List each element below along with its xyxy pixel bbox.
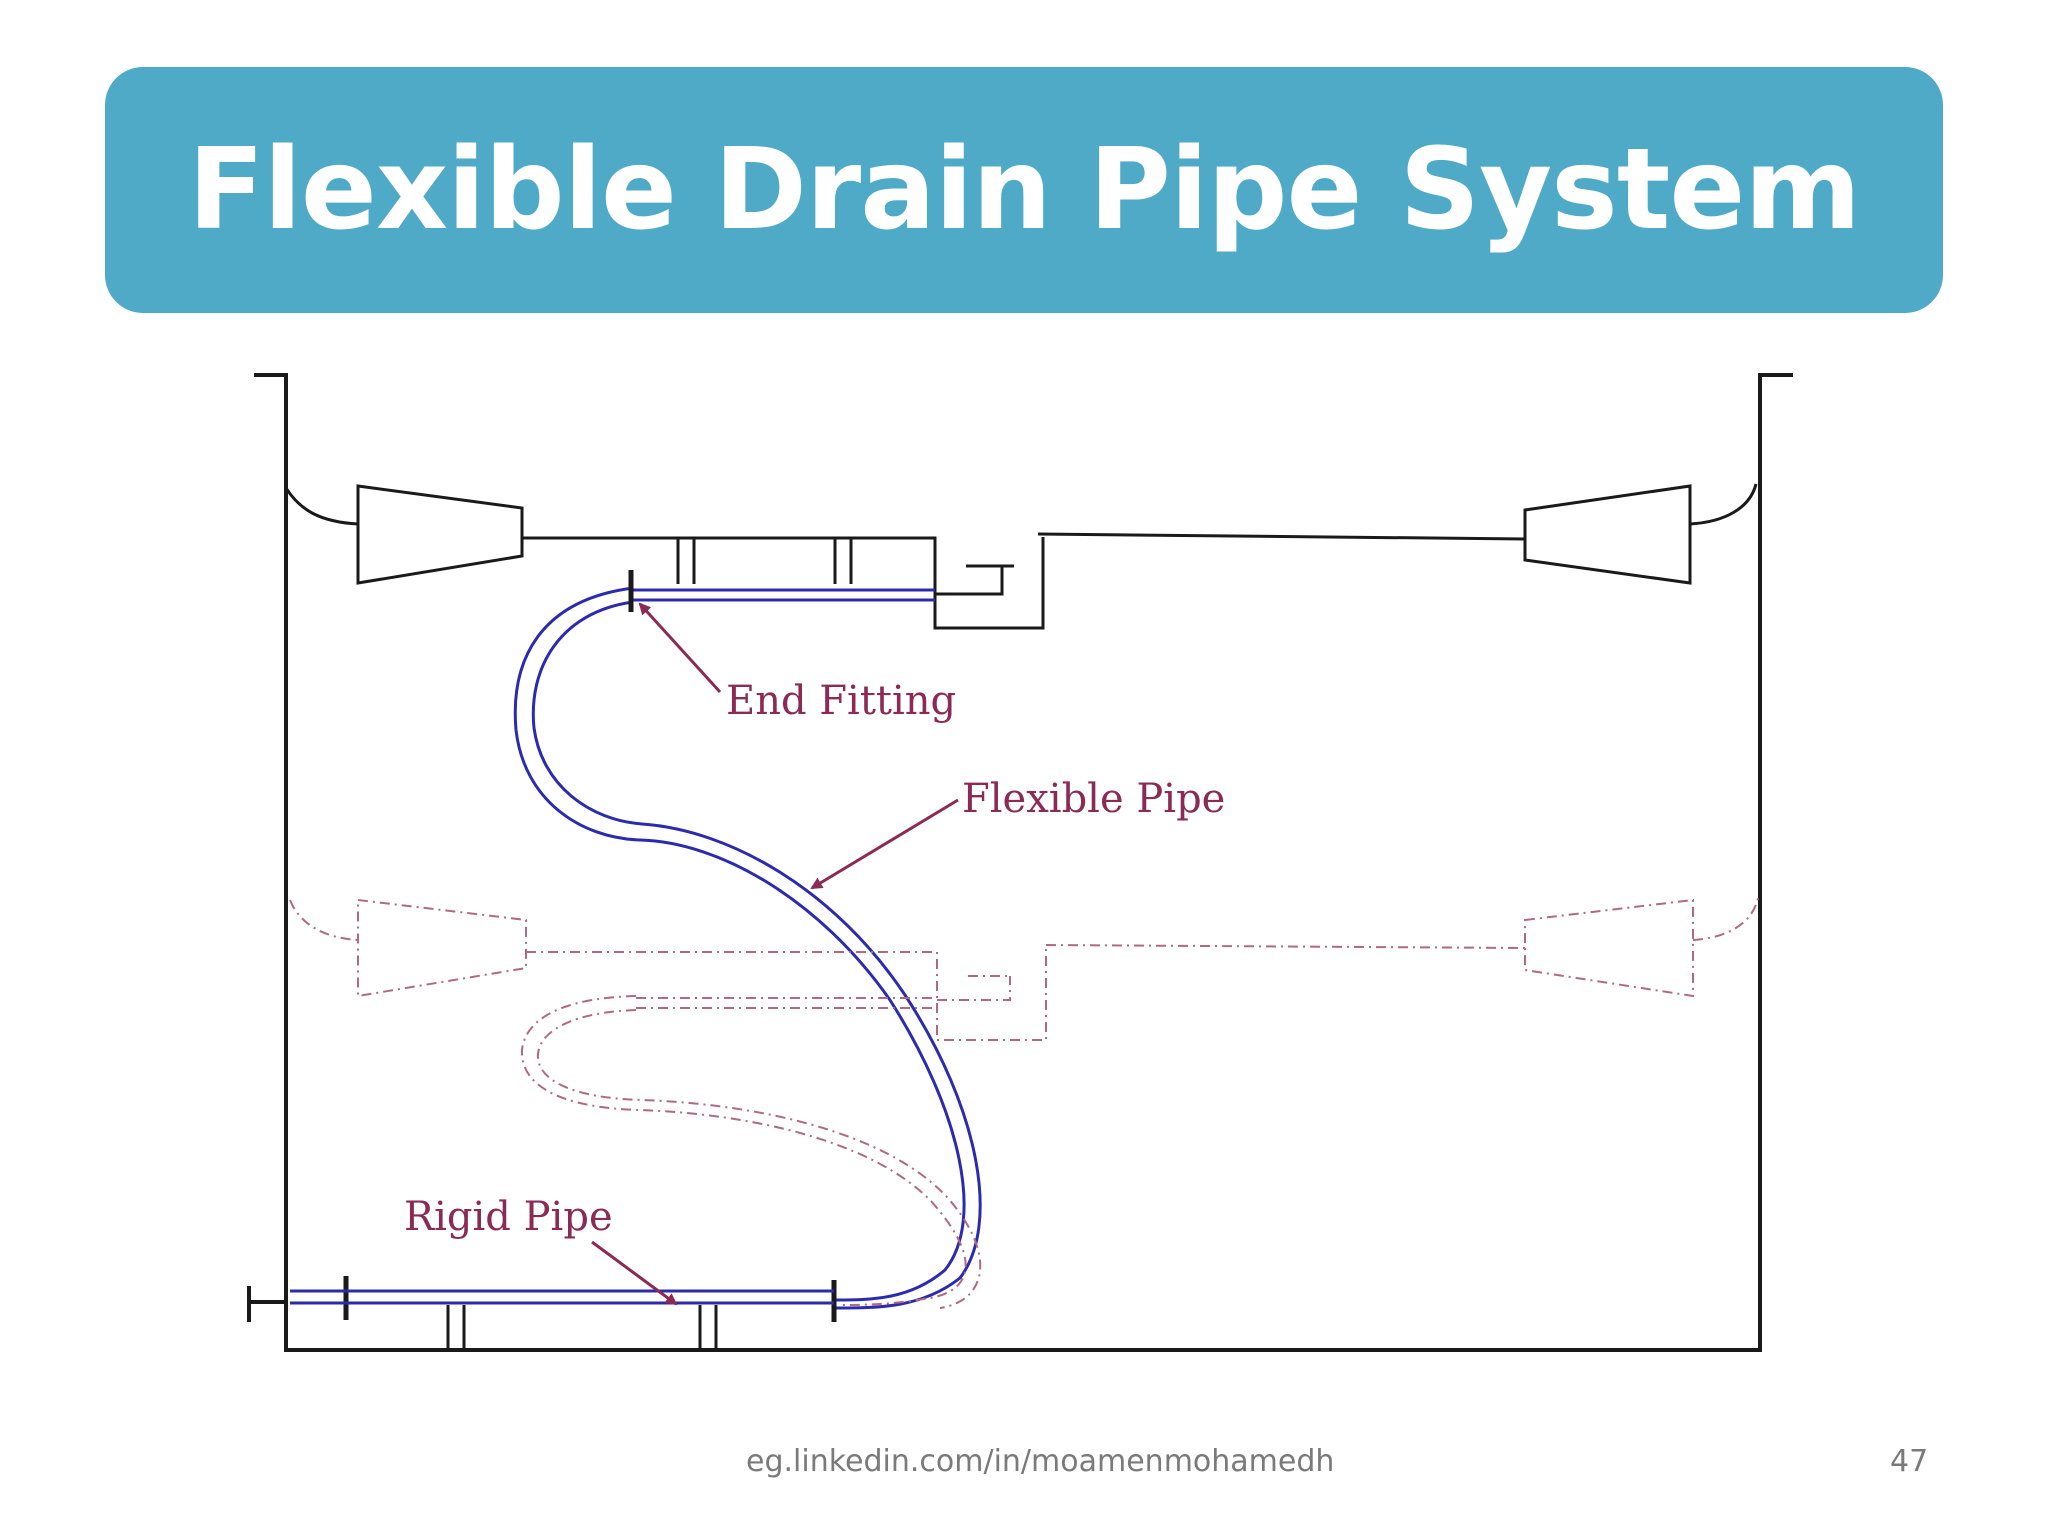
flexible-pipe-arrow xyxy=(810,798,959,890)
floating-roof-upper xyxy=(284,483,1758,630)
label-end-fitting: End Fitting xyxy=(726,678,956,724)
rigid-pipe xyxy=(290,1289,834,1305)
slide-title: Flexible Drain Pipe System xyxy=(187,125,1861,255)
rigid-pipe-supports xyxy=(446,1305,718,1350)
callout-arrows xyxy=(591,602,959,1306)
flexible-pipe-upper xyxy=(513,586,982,1310)
page-number: 47 xyxy=(1890,1444,1929,1479)
label-flexible-pipe: Flexible Pipe xyxy=(962,776,1225,822)
footer-url: eg.linkedin.com/in/moamenmohamedh xyxy=(746,1444,1335,1479)
tank-outline xyxy=(247,373,1793,1352)
title-banner: Flexible Drain Pipe System xyxy=(105,67,1943,313)
label-rigid-pipe: Rigid Pipe xyxy=(404,1194,613,1240)
rigid-pipe-arrow xyxy=(591,1240,678,1306)
end-fitting-marks xyxy=(343,570,837,1322)
floating-roof-lower-dashed xyxy=(289,897,1759,1309)
end-fitting-arrow xyxy=(638,602,722,694)
